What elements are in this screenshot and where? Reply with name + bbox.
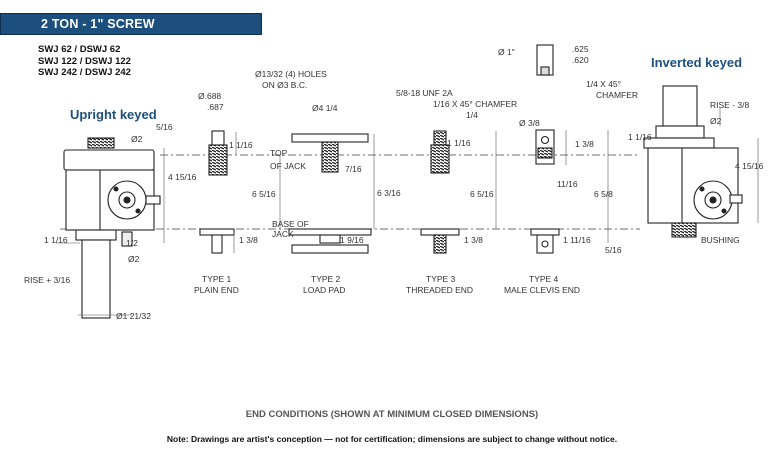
type2-desc: LOAD PAD <box>303 285 345 295</box>
dim-text: 4 15/16 <box>735 161 764 171</box>
dim-text: 1/2 <box>126 238 138 248</box>
dim-text: Ø13/32 (4) HOLES <box>255 69 327 79</box>
dim-text: Ø2 <box>710 116 722 126</box>
type3-label: TYPE 3 <box>426 274 456 284</box>
dim-text: 1/4 X 45° <box>586 79 621 89</box>
dim-text: 1/16 X 45° CHAMFER <box>433 99 517 109</box>
type1-desc: PLAIN END <box>194 285 239 295</box>
dim-text: 1 1/16 <box>229 140 253 150</box>
upright-view-title: Upright keyed <box>70 107 157 122</box>
dim-text: Ø 3/8 <box>519 118 540 128</box>
end-conditions-caption: END CONDITIONS (SHOWN AT MINIMUM CLOSED … <box>245 409 539 420</box>
header-bar: 2 TON - 1" SCREW <box>0 13 262 35</box>
dim-text: 1 3/8 <box>575 139 594 149</box>
dim-text: Ø.688 <box>198 91 221 101</box>
dim-text: Ø4 1/4 <box>312 103 338 113</box>
dim-text: 1 1/16 <box>44 235 68 245</box>
dim-text: 1 1/16 <box>628 132 652 142</box>
dim-text: 7/16 <box>345 164 362 174</box>
dim-text: RISE + 3/16 <box>24 275 70 285</box>
dim-text: CHAMFER <box>596 90 638 100</box>
label-text: BASE OF <box>272 219 309 229</box>
dim-text: 6 5/16 <box>470 189 494 199</box>
header-title: 2 TON - 1" SCREW <box>41 17 155 31</box>
dim-text: Ø 1" <box>498 47 515 57</box>
dim-text: Ø2 <box>128 254 140 264</box>
type1-label: TYPE 1 <box>202 274 232 284</box>
model-item: SWJ 62 / DSWJ 62 <box>38 44 121 55</box>
dim-text: 1 1/16 <box>447 138 471 148</box>
type2-label: TYPE 2 <box>311 274 341 284</box>
type4-label: TYPE 4 <box>529 274 559 284</box>
type3-desc: THREADED END <box>406 285 473 295</box>
dim-text: 6 5/16 <box>252 189 276 199</box>
type4-clevis-end <box>530 44 560 254</box>
dim-text: RISE - 3/8 <box>710 100 749 110</box>
dim-text: 6 5/8 <box>594 189 613 199</box>
dim-text: ON Ø3 B.C. <box>262 80 307 90</box>
model-list: SWJ 62 / DSWJ 62 SWJ 122 / DSWJ 122 SWJ … <box>38 44 131 79</box>
type3-threaded-end <box>420 130 460 254</box>
dim-text: 5/16 <box>605 245 622 255</box>
dim-text: 4 15/16 <box>168 172 197 182</box>
dim-text: 1 3/8 <box>239 235 258 245</box>
inverted-jack <box>643 85 743 238</box>
dim-text: 5/16 <box>156 122 173 132</box>
dim-text: .625 <box>572 44 589 54</box>
upright-jack <box>63 137 161 319</box>
dim-text: Ø2 <box>131 134 143 144</box>
label-text: TOP <box>270 148 288 158</box>
dim-text: 1/4 <box>466 110 478 120</box>
dim-text: 1 11/16 <box>563 235 591 245</box>
type1-plain-end <box>199 130 235 254</box>
dim-text: 1 3/8 <box>464 235 483 245</box>
label-text: BUSHING <box>701 235 740 245</box>
dim-text: .620 <box>572 55 589 65</box>
dim-text: Ø1 21/32 <box>116 311 151 321</box>
model-item: SWJ 242 / DSWJ 242 <box>38 67 131 78</box>
dim-text: 11/16 <box>557 179 578 189</box>
inverted-view-title: Inverted keyed <box>651 55 743 70</box>
disclaimer-note: Note: Drawings are artist's conception —… <box>166 434 618 444</box>
model-item: SWJ 122 / DSWJ 122 <box>38 55 131 67</box>
upright-screw-thread <box>87 137 115 149</box>
dim-text: 5/8-18 UNF 2A <box>396 88 453 98</box>
label-text: JACK <box>272 229 294 239</box>
type2-load-pad <box>288 133 372 254</box>
label-text: OF JACK <box>270 161 306 171</box>
dim-text: 1 9/16 <box>340 235 364 245</box>
dim-text: .687 <box>207 102 224 112</box>
dim-text: 6 3/16 <box>377 188 401 198</box>
type4-desc: MALE CLEVIS END <box>504 285 580 295</box>
